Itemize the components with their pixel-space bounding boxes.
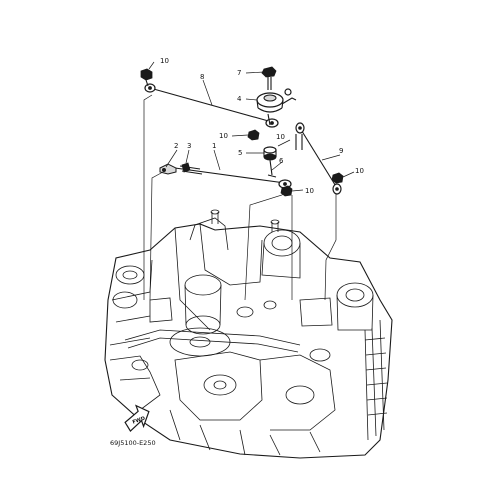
pin-part-6	[267, 159, 277, 178]
callout-10-lower: 10	[305, 187, 314, 195]
nut-part-10-right	[331, 172, 344, 184]
callout-8: 8	[200, 73, 204, 81]
callout-10-upper-right: 10	[276, 133, 285, 141]
callout-2: 2	[174, 142, 178, 150]
callout-10-right: 10	[355, 167, 364, 175]
callout-6: 6	[279, 157, 284, 165]
engine-block-illustration	[104, 209, 393, 459]
nut-part-10-lower	[280, 185, 293, 197]
callout-9: 9	[339, 147, 343, 155]
callout-3: 3	[187, 142, 191, 150]
callout-labels: 10 8 7 4 10 10 5 1 2 3 6 10 9 10	[160, 57, 364, 195]
nut-part-10-top-left	[140, 68, 153, 87]
rod-part-1	[174, 165, 292, 189]
nut-part-10-mid	[247, 129, 260, 141]
rod-end-part-2	[159, 163, 177, 175]
leader-lines	[143, 94, 337, 301]
callout-10-top-left: 10	[160, 57, 169, 65]
fwd-arrow-icon: FWD	[124, 404, 150, 433]
callout-leaders	[148, 61, 355, 192]
callout-7: 7	[237, 69, 241, 77]
rod-part-9	[295, 122, 342, 195]
callout-5: 5	[238, 149, 242, 157]
callout-1: 1	[212, 142, 216, 150]
callout-10-mid: 10	[219, 132, 228, 140]
collar-part-5	[263, 146, 277, 161]
locknut-part-3	[181, 162, 191, 173]
callout-4: 4	[237, 95, 242, 103]
lever-part-4	[256, 88, 297, 126]
fwd-label: FWD	[132, 416, 146, 426]
diagram-code: 69J5100-E250	[110, 439, 156, 447]
bolt-part-7	[261, 66, 277, 90]
